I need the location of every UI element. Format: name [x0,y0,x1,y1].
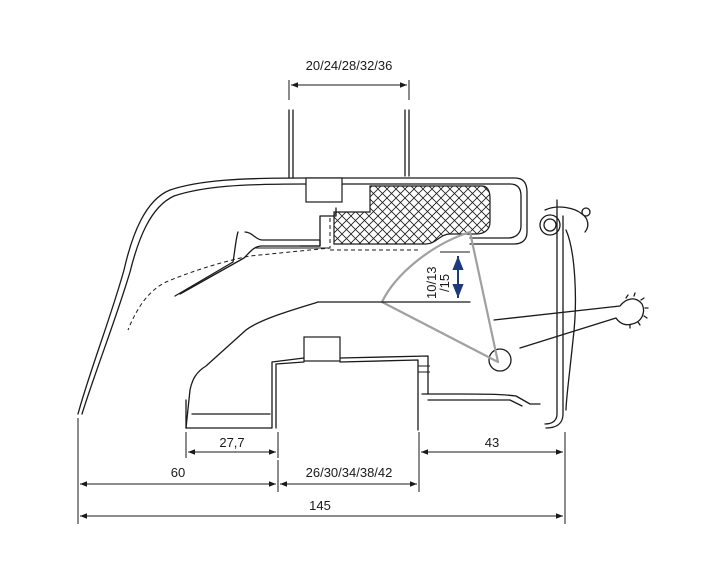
dim-label-right-part: 43 [485,435,499,450]
lower-profile [185,301,541,431]
dim-total: 145 [77,460,566,524]
dim-left-and-frame: 60 26/30/34/38/42 [77,418,420,492]
glazing-block-lower [303,336,341,362]
dim-inner-leg: 27,7 [185,432,279,458]
dim-glass-rebate: 20/24/28/32/36 [288,58,410,100]
dim-label-left-part: 60 [171,465,185,480]
dim-gasket-offset: 10/13 /15 [424,251,470,303]
dim-label-total: 145 [309,498,331,513]
hinge-arm [488,292,649,372]
dim-label-gasket-offset-2: /15 [437,274,452,292]
frame-profile [539,199,591,429]
dim-label-glass-rebate: 20/24/28/32/36 [306,58,393,73]
glazing-block-upper [305,177,343,203]
hatched-seal [333,185,491,245]
dim-right-part: 43 [418,432,566,460]
dim-label-gasket-offset-1: 10/13 [424,266,439,299]
hinge-swing-outline [380,230,500,364]
dim-label-inner-leg: 27,7 [219,435,244,450]
glass-panes [288,109,410,179]
dim-label-frame-depth: 26/30/34/38/42 [306,465,393,480]
sash-profile [77,177,528,415]
